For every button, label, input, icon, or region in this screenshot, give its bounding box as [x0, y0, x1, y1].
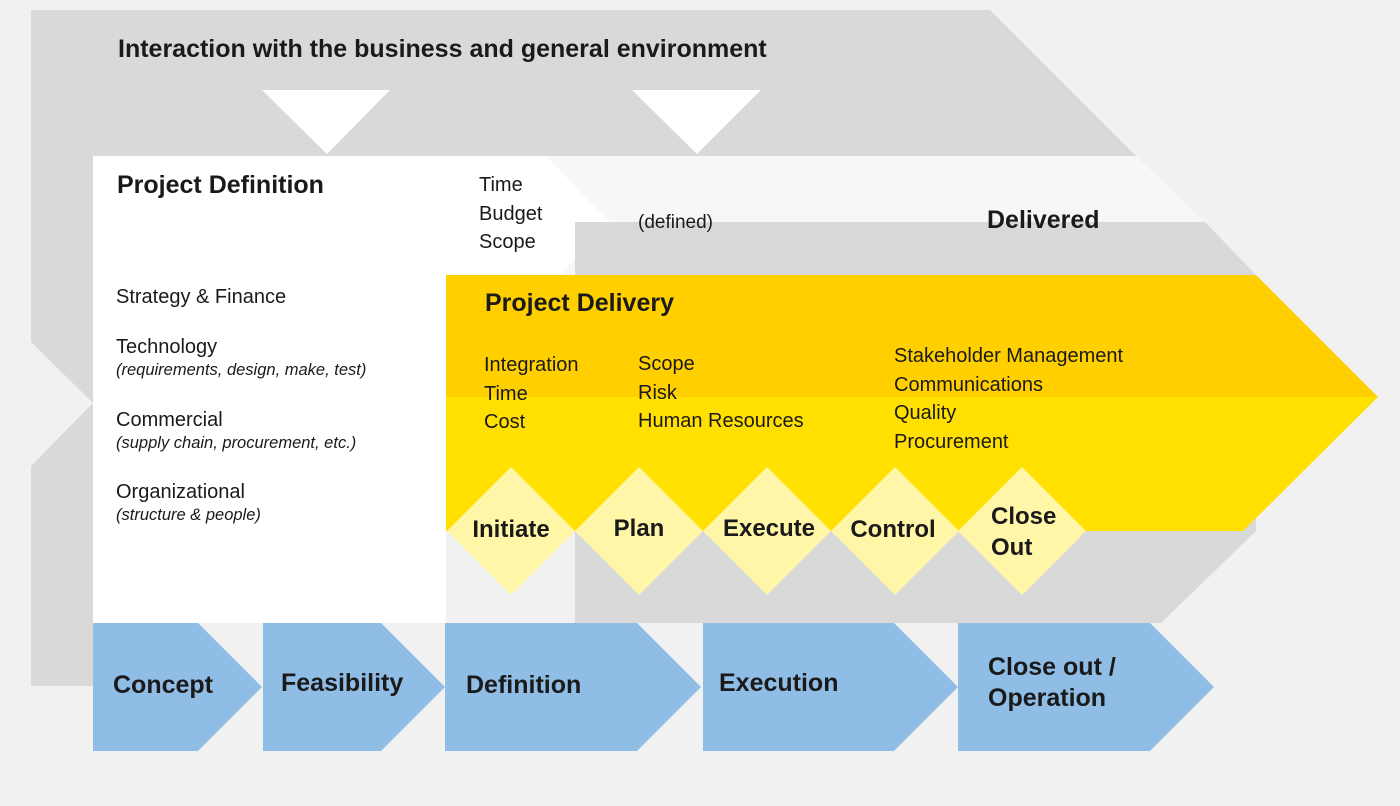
diamond-close-out [958, 467, 1086, 595]
delivery-areas-col2: Scope Risk Human Resources [638, 350, 804, 436]
delivery-areas-col3: Stakeholder Management Communications Qu… [894, 342, 1123, 456]
definition-area-commercial: Commercial [116, 409, 223, 431]
constraint-item: Budget [479, 202, 543, 225]
definition-area-organizational-detail: (structure & people) [116, 506, 261, 524]
definition-area-technology: Technology [116, 336, 218, 358]
delivery-area-item: Procurement [894, 430, 1009, 453]
phase-definition [445, 623, 701, 751]
diamond-execute [703, 467, 831, 595]
process-plan-label: Plan [613, 515, 665, 542]
definition-area-strategy: Strategy & Finance [116, 286, 287, 308]
phase-close-out-label: Close out / Operation [988, 653, 1116, 712]
phase-definition-label: Definition [466, 671, 582, 699]
constraint-item: Time [479, 174, 523, 196]
phase-concept-label: Concept [113, 671, 213, 699]
delivery-areas-col1: Integration Time Cost [484, 351, 579, 437]
definition-title: Project Definition [117, 171, 324, 199]
phase-close-out [958, 623, 1214, 751]
process-control-label: Control [850, 516, 936, 543]
process-close-out-label: Close Out [991, 503, 1057, 561]
phase-concept [93, 623, 262, 751]
phase-execution [703, 623, 958, 751]
definition-area-technology-detail: (requirements, design, make, test) [116, 361, 367, 379]
delivery-arrow-bottom [446, 397, 1378, 531]
delivery-area-item: Human Resources [638, 410, 804, 432]
delivery-area-item: Stakeholder Management [894, 345, 1124, 367]
environment-notch-2 [632, 90, 761, 154]
delivery-area-item: Communications [894, 373, 1043, 396]
process-initiate-label: Initiate [472, 516, 550, 543]
delivery-title: Project Delivery [485, 289, 674, 317]
phase-execution-label: Execution [719, 669, 839, 697]
delivery-arrow-top [446, 275, 1378, 397]
environment-title: Interaction with the business and genera… [118, 35, 767, 63]
definition-panel [93, 156, 610, 623]
environment-arrow [31, 10, 1136, 686]
definition-area-commercial-detail: (supply chain, procurement, etc.) [116, 434, 357, 452]
constraint-item: Scope [479, 231, 536, 253]
delivery-area-item: Risk [638, 381, 677, 404]
delivery-area-item: Scope [638, 353, 695, 375]
defined-label: (defined) [638, 212, 713, 233]
delivered-label: Delivered [987, 206, 1100, 234]
delivery-area-item: Quality [894, 402, 957, 424]
delivery-area-item: Cost [484, 411, 526, 433]
diamond-control [831, 467, 959, 595]
process-execute-label: Execute [722, 515, 816, 542]
phase-feasibility-label: Feasibility [281, 669, 404, 697]
diamond-plan [575, 467, 703, 595]
delivery-area-item: Time [484, 382, 528, 405]
delivery-area-item: Integration [484, 354, 579, 376]
constraints-list: Time Budget Scope [479, 171, 542, 257]
diamond-initiate [447, 467, 575, 595]
definition-area-organizational: Organizational [116, 481, 245, 503]
environment-notch-1 [262, 90, 390, 154]
phase-feasibility [263, 623, 445, 751]
